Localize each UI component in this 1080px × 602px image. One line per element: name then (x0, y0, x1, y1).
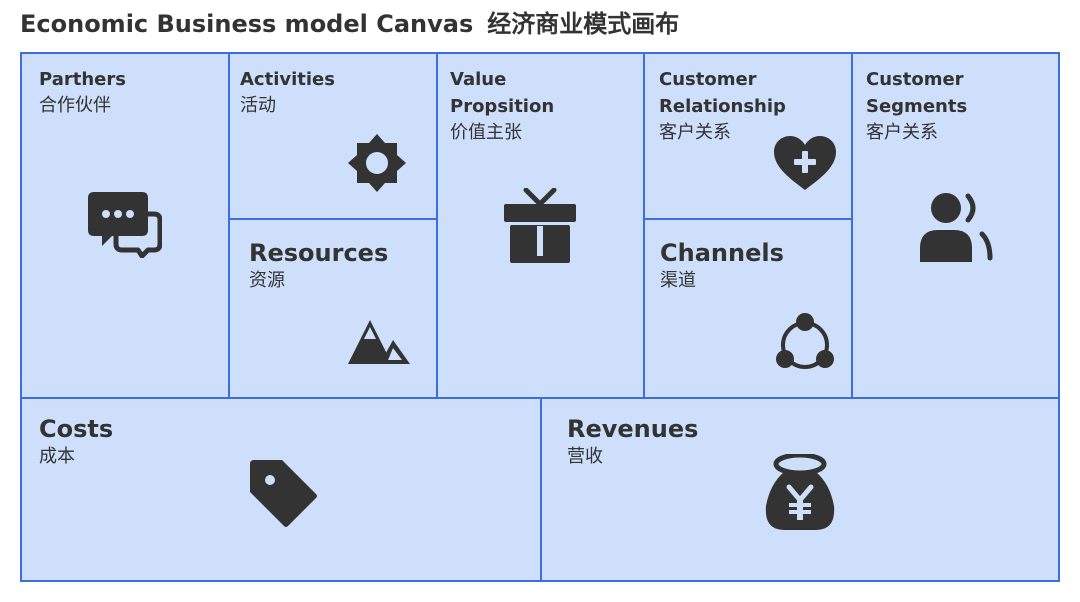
cell-value-label-zh: 价值主张 (450, 122, 522, 143)
price-tag-icon (250, 460, 318, 528)
grid-line-relationship-split (644, 218, 852, 220)
grid-line-costs (540, 398, 542, 580)
cell-costs-label-en: Costs (39, 415, 114, 443)
gift-icon (502, 188, 578, 264)
cell-value-label-en-1: Value (450, 69, 507, 90)
cell-relationship-label-zh: 客户关系 (659, 122, 731, 143)
cell-resources: Resources 资源 (249, 238, 388, 294)
page-title-en: Economic Business model Canvas (20, 10, 474, 38)
cell-revenues: Revenues 营收 (567, 414, 698, 470)
cell-activities-label-en: Activities (240, 69, 335, 90)
cell-channels: Channels 渠道 (660, 238, 784, 294)
cell-value-label-en-2: Propsition (450, 96, 555, 117)
cell-resources-label-en: Resources (249, 239, 389, 267)
cell-activities-label-zh: 活动 (240, 95, 276, 116)
heart-plus-icon (774, 136, 836, 190)
business-model-canvas: Parthers 合作伙伴 Activities 活动 Resources 资源 (20, 52, 1060, 582)
cell-customer-segments: Customer Segments 客户关系 (866, 66, 967, 146)
chat-bubbles-icon (88, 192, 162, 258)
cell-segments-label-en-1: Customer (866, 69, 964, 90)
cell-costs-label-zh: 成本 (39, 446, 75, 467)
grid-line-activities-split (229, 218, 437, 220)
page-title-zh: 经济商业模式画布 (487, 10, 680, 38)
cell-resources-label-zh: 资源 (249, 270, 285, 291)
cell-value-proposition: Value Propsition 价值主张 (450, 66, 554, 146)
grid-line-value (643, 54, 645, 398)
cell-partners: Parthers 合作伙伴 (39, 66, 126, 119)
cell-partners-label-en: Parthers (39, 69, 126, 90)
cell-customer-relationship: Customer Relationship 客户关系 (659, 66, 786, 146)
grid-line-relationship (851, 54, 853, 398)
cell-channels-label-en: Channels (660, 239, 784, 267)
cell-revenues-label-en: Revenues (567, 415, 699, 443)
cell-partners-label-zh: 合作伙伴 (39, 95, 111, 116)
cell-costs: Costs 成本 (39, 414, 113, 470)
network-circle-icon (776, 312, 834, 372)
gear-icon (346, 132, 408, 194)
money-bag-icon (764, 454, 836, 530)
grid-line-activities (436, 54, 438, 398)
cell-relationship-label-en-2: Relationship (659, 96, 786, 117)
cell-relationship-label-en-1: Customer (659, 69, 757, 90)
grid-line-partners (228, 54, 230, 398)
cell-segments-label-en-2: Segments (866, 96, 968, 117)
cell-revenues-label-zh: 营收 (567, 446, 603, 467)
users-icon (920, 192, 994, 262)
page-title: Economic Business model Canvas 经济商业模式画布 (20, 10, 679, 38)
mountain-icon (348, 320, 410, 364)
cell-segments-label-zh: 客户关系 (866, 122, 938, 143)
cell-activities: Activities 活动 (240, 66, 335, 119)
cell-channels-label-zh: 渠道 (660, 270, 696, 291)
